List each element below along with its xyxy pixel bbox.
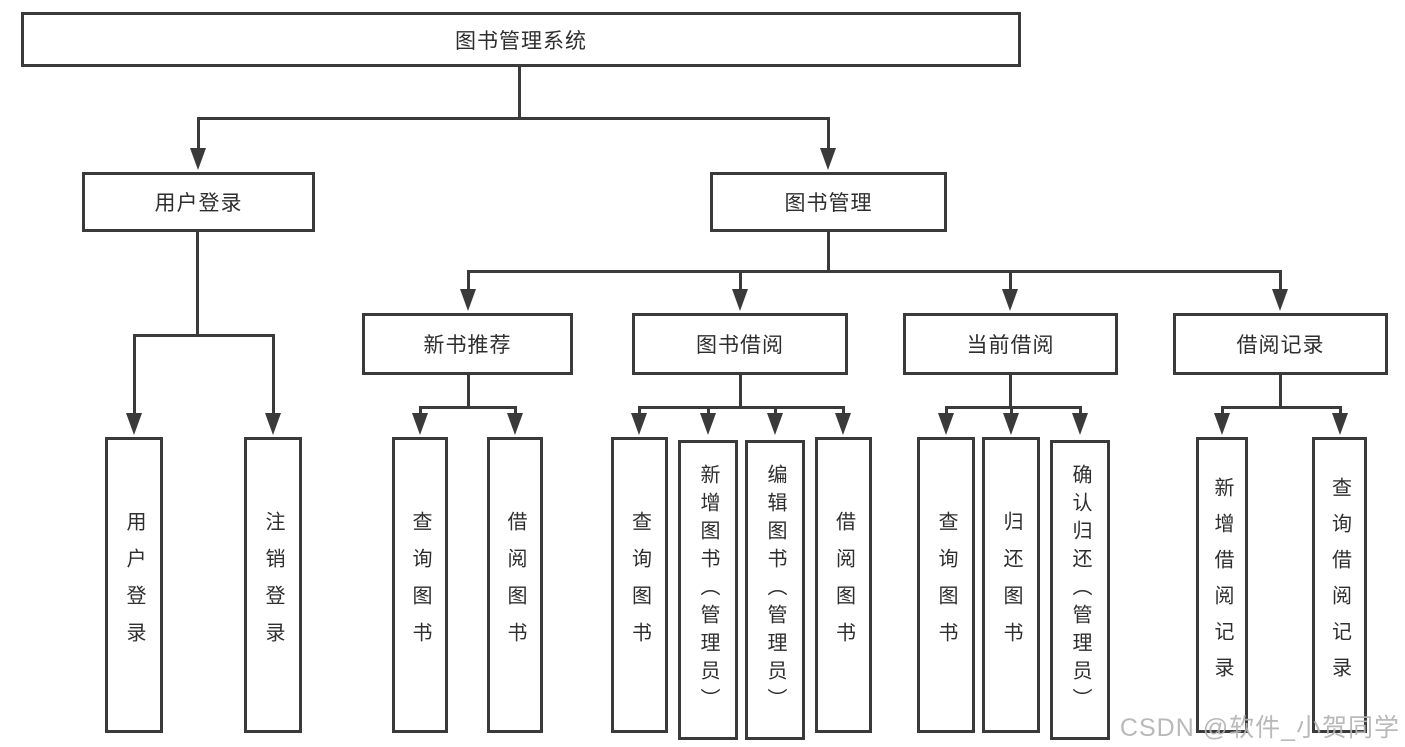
leaf-return-books: 归还图书 (982, 437, 1040, 733)
connector-line (945, 406, 948, 416)
arrowhead-icon (1332, 413, 1348, 435)
leaf-label: 查询图书 (628, 511, 651, 659)
arrowhead-icon (190, 148, 206, 170)
connector-line (518, 65, 521, 118)
leaf-add-books-admin: 新增图书（管理员） (678, 440, 738, 740)
node-book-management: 图书管理 (710, 172, 947, 232)
connector-line (1079, 406, 1082, 416)
leaf-label: 借阅图书 (832, 511, 855, 659)
leaf-borrow-books-recommend: 借阅图书 (487, 437, 543, 733)
connector-line (419, 406, 422, 416)
arrowhead-icon (1214, 413, 1230, 435)
node-label: 图书借阅 (696, 334, 784, 357)
arrowhead-icon (1072, 413, 1088, 435)
connector-line (197, 117, 200, 150)
leaf-user-login: 用户登录 (105, 437, 163, 733)
node-label: 新书推荐 (423, 334, 512, 357)
connector-line (419, 406, 516, 409)
connector-line (638, 406, 641, 416)
node-label: 图书管理 (784, 192, 873, 215)
connector-line (467, 270, 470, 290)
csdn-watermark: CSDN @软件_小贺同学 (1119, 714, 1400, 742)
leaf-borrow-books-borrowing: 借阅图书 (815, 437, 872, 733)
connector-line (514, 406, 517, 416)
connector-line (945, 406, 1081, 409)
leaf-query-borrow-record: 查询借阅记录 (1312, 437, 1367, 733)
leaf-label: 归还图书 (1000, 511, 1022, 659)
leaf-query-books-recommend: 查询图书 (392, 437, 448, 733)
leaf-add-borrow-record: 新增借阅记录 (1196, 437, 1248, 733)
leaf-label: 编辑图书（管理员） (764, 464, 786, 716)
arrowhead-icon (460, 289, 476, 311)
connector-line (1010, 406, 1013, 416)
connector-line (1009, 270, 1012, 290)
arrowhead-icon (412, 413, 428, 435)
connector-line (827, 230, 830, 272)
connector-line (133, 334, 274, 337)
node-borrowing-records: 借阅记录 (1173, 313, 1388, 375)
node-current-borrowing: 当前借阅 (903, 313, 1118, 375)
arrowhead-icon (631, 413, 647, 435)
leaf-label: 查询借阅记录 (1328, 477, 1351, 693)
arrowhead-icon (1002, 289, 1018, 311)
connector-line (467, 373, 470, 409)
leaf-label: 确认归还（管理员） (1069, 464, 1091, 716)
connector-line (638, 406, 844, 409)
connector-line (739, 373, 742, 409)
leaf-label: 借阅图书 (504, 511, 526, 659)
arrowhead-icon (1272, 289, 1288, 311)
connector-line (707, 406, 710, 416)
leaf-logout: 注销登录 (244, 437, 302, 733)
leaf-label: 用户登录 (123, 511, 145, 659)
node-label: 当前借阅 (966, 334, 1055, 357)
leaf-label: 查询图书 (935, 511, 957, 659)
node-label: 图书管理系统 (455, 29, 587, 53)
arrowhead-icon (767, 413, 783, 435)
node-label: 借阅记录 (1236, 334, 1325, 357)
connector-line (1009, 373, 1012, 409)
arrowhead-icon (820, 148, 836, 170)
connector-line (196, 230, 199, 336)
connector-line (467, 270, 1281, 273)
arrowhead-icon (507, 413, 523, 435)
connector-line (1279, 270, 1282, 290)
connector-line (1279, 373, 1282, 409)
connector-line (827, 117, 830, 150)
arrowhead-icon (1003, 413, 1019, 435)
connector-line (1221, 406, 1224, 416)
leaf-label: 新增图书（管理员） (697, 464, 719, 716)
arrowhead-icon (938, 413, 954, 435)
leaf-query-books-borrowing: 查询图书 (611, 437, 668, 733)
leaf-label: 注销登录 (262, 511, 284, 659)
connector-line (272, 334, 275, 415)
node-book-borrowing: 图书借阅 (632, 313, 848, 375)
node-library-system: 图书管理系统 (21, 12, 1021, 67)
node-new-book-recommendation: 新书推荐 (362, 313, 573, 375)
node-label: 用户登录 (154, 192, 243, 215)
leaf-edit-books-admin: 编辑图书（管理员） (745, 440, 805, 740)
connector-line (1221, 406, 1341, 409)
connector-line (197, 117, 829, 120)
leaf-query-books-current: 查询图书 (917, 437, 975, 733)
leaf-confirm-return-admin: 确认归还（管理员） (1050, 440, 1110, 740)
connector-line (133, 334, 136, 415)
leaf-label: 新增借阅记录 (1211, 477, 1233, 693)
connector-line (739, 270, 742, 290)
leaf-label: 查询图书 (409, 511, 431, 659)
arrowhead-icon (126, 413, 142, 435)
connector-line (1339, 406, 1342, 416)
arrowhead-icon (700, 413, 716, 435)
connector-line (774, 406, 777, 416)
connector-line (842, 406, 845, 416)
arrowhead-icon (835, 413, 851, 435)
arrowhead-icon (732, 289, 748, 311)
node-user-login: 用户登录 (82, 172, 315, 232)
arrowhead-icon (265, 413, 281, 435)
